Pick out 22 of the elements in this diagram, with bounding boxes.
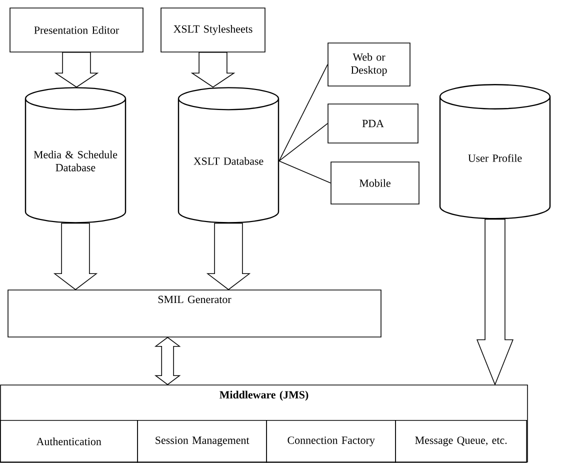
device-box: Mobile xyxy=(330,162,420,204)
database-cylinder: User Profile xyxy=(439,84,551,220)
database-cylinder: Media & Schedule Database xyxy=(24,87,126,224)
block-arrow xyxy=(54,52,99,88)
block-arrow xyxy=(206,222,251,290)
device-box: PDA xyxy=(328,104,418,144)
connector-line xyxy=(278,160,331,184)
database-cylinder: XSLT Database xyxy=(178,87,280,224)
process-box: XSLT Stylesheets xyxy=(160,8,266,52)
table-cell: Authentication xyxy=(0,420,138,463)
device-box: Web or Desktop xyxy=(328,42,410,86)
block-arrow xyxy=(190,52,236,88)
double-block-arrow xyxy=(154,336,181,386)
block-arrow xyxy=(53,222,98,290)
table-cell: Message Queue, etc. xyxy=(395,420,527,463)
table-cell: Connection Factory xyxy=(266,420,396,463)
block-arrow xyxy=(476,218,514,386)
table-cell: Session Management xyxy=(137,420,267,463)
connector-line xyxy=(278,123,328,162)
process-box: Presentation Editor xyxy=(10,8,144,52)
connector-line xyxy=(278,64,328,162)
generator-box: SMIL Generator xyxy=(8,290,382,338)
